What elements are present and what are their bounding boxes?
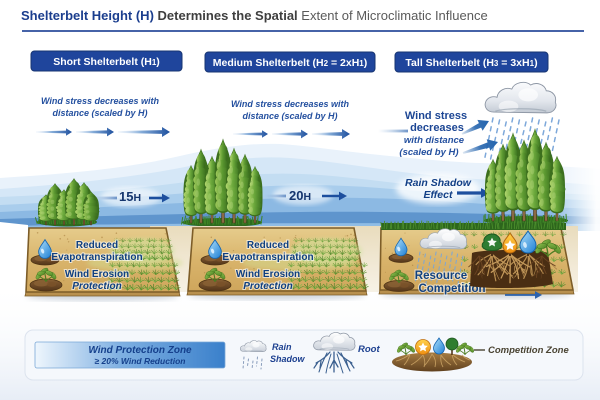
svg-text:Wind stress decreases with: Wind stress decreases with	[41, 96, 159, 106]
svg-text:Competition: Competition	[418, 283, 485, 295]
svg-text:Effect: Effect	[424, 189, 453, 201]
svg-text:Competition Zone: Competition Zone	[488, 345, 569, 356]
svg-text:Root: Root	[358, 344, 380, 355]
svg-text:Wind Protection Zone: Wind Protection Zone	[88, 345, 192, 356]
svg-text:decreases: decreases	[410, 122, 464, 134]
svg-text:Reduced: Reduced	[247, 240, 289, 251]
svg-text:Wind stress decreases with: Wind stress decreases with	[231, 99, 349, 109]
svg-text:15H: 15H	[119, 189, 141, 204]
svg-text:Shadow: Shadow	[270, 354, 306, 364]
svg-text:Evapotranspiration: Evapotranspiration	[222, 252, 313, 263]
svg-text:Reduced: Reduced	[76, 240, 118, 251]
svg-text:with distance: with distance	[404, 135, 465, 146]
svg-text:Medium Shelterbelt (H2 = 2xH1): Medium Shelterbelt (H2 = 2xH1)	[213, 57, 368, 69]
svg-text:Evapotranspiration: Evapotranspiration	[51, 252, 142, 263]
svg-text:Resource: Resource	[415, 270, 467, 282]
svg-text:20H: 20H	[289, 188, 311, 203]
svg-text:Wind Erosion: Wind Erosion	[65, 269, 129, 280]
svg-text:Short Shelterbelt (H1): Short Shelterbelt (H1)	[53, 56, 160, 68]
svg-text:Wind stress: Wind stress	[405, 110, 467, 122]
svg-text:Rain Shadow: Rain Shadow	[405, 177, 472, 189]
svg-text:Protection: Protection	[243, 281, 292, 292]
svg-text:≥ 20% Wind Reduction: ≥ 20% Wind Reduction	[94, 356, 185, 366]
svg-text:(scaled by H): (scaled by H)	[399, 147, 458, 158]
svg-text:distance (scaled by H): distance (scaled by H)	[242, 111, 337, 121]
svg-text:distance (scaled by H): distance (scaled by H)	[52, 108, 147, 118]
svg-text:Protection: Protection	[72, 281, 121, 292]
svg-text:Tall Shelterbelt (H3 = 3xH1): Tall Shelterbelt (H3 = 3xH1)	[405, 57, 537, 69]
svg-text:Wind Erosion: Wind Erosion	[236, 269, 300, 280]
svg-text:Shelterbelt Height (H) Determi: Shelterbelt Height (H) Determines the Sp…	[21, 8, 488, 23]
svg-text:Rain: Rain	[272, 342, 292, 352]
